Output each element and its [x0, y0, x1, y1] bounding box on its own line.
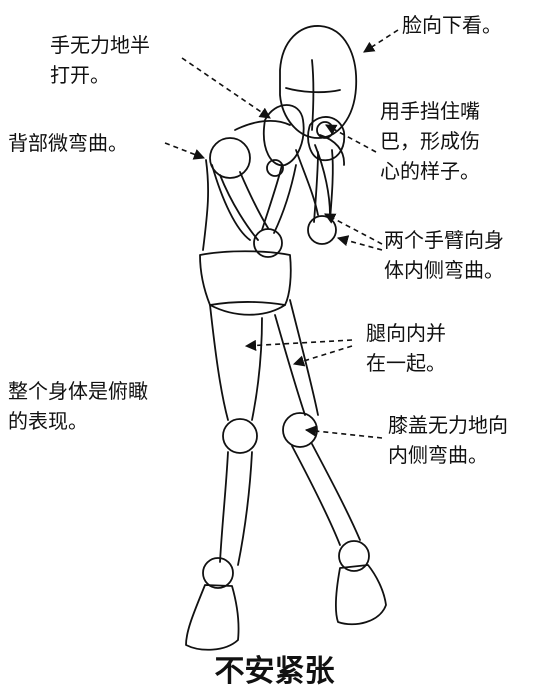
left-knee-joint	[222, 418, 258, 454]
face-guideline	[285, 87, 341, 94]
right-shin	[291, 443, 361, 546]
annotation-back-bent: 背部微弯曲。	[8, 131, 128, 155]
right-thigh	[274, 299, 319, 416]
left-foot	[185, 584, 240, 651]
arrow-back	[164, 142, 206, 160]
shoulder-joint	[209, 137, 251, 179]
right-foot	[334, 564, 387, 626]
arrow-arm-2	[336, 235, 383, 251]
annotation-knees-bent: 膝盖无力地向 内侧弯曲。	[388, 413, 508, 467]
arrow-knee	[304, 425, 383, 439]
left-ankle-joint	[202, 557, 234, 589]
face-center-line	[311, 59, 315, 131]
arrow-arm-1	[324, 213, 383, 245]
arrow-hand	[181, 57, 271, 119]
annotation-face-down: 脸向下看。	[402, 13, 502, 37]
annotation-mouth-cover: 用手挡住嘴 巴，形成伤 心的样子。	[380, 99, 480, 183]
hip-line	[209, 301, 286, 306]
annotation-hand-half-open: 手无力地半 打开。	[50, 33, 150, 87]
left-wrist-joint	[266, 159, 284, 177]
arrow-mouth	[325, 124, 377, 153]
arrow-face	[363, 29, 399, 53]
annotation-bird-eye: 整个身体是俯瞰 的表现。	[8, 379, 148, 433]
right-knee-joint	[282, 412, 318, 448]
right-hand	[307, 116, 346, 162]
arrow-legs-2	[292, 345, 353, 367]
left-hand	[263, 104, 305, 167]
left-shin	[219, 451, 253, 566]
head-shape	[279, 25, 358, 139]
left-elbow-joint	[253, 228, 283, 258]
right-ankle-joint	[338, 540, 370, 572]
annotation-legs-together: 腿向内并 在一起。	[366, 321, 446, 375]
right-elbow-joint	[307, 215, 337, 245]
left-forearm	[261, 164, 297, 234]
figure-caption: 不安紧张	[214, 654, 335, 689]
right-wrist-joint	[316, 121, 334, 139]
left-thigh	[209, 304, 263, 421]
annotation-arms-bent: 两个手臂向身 体内侧弯曲。	[384, 228, 504, 282]
